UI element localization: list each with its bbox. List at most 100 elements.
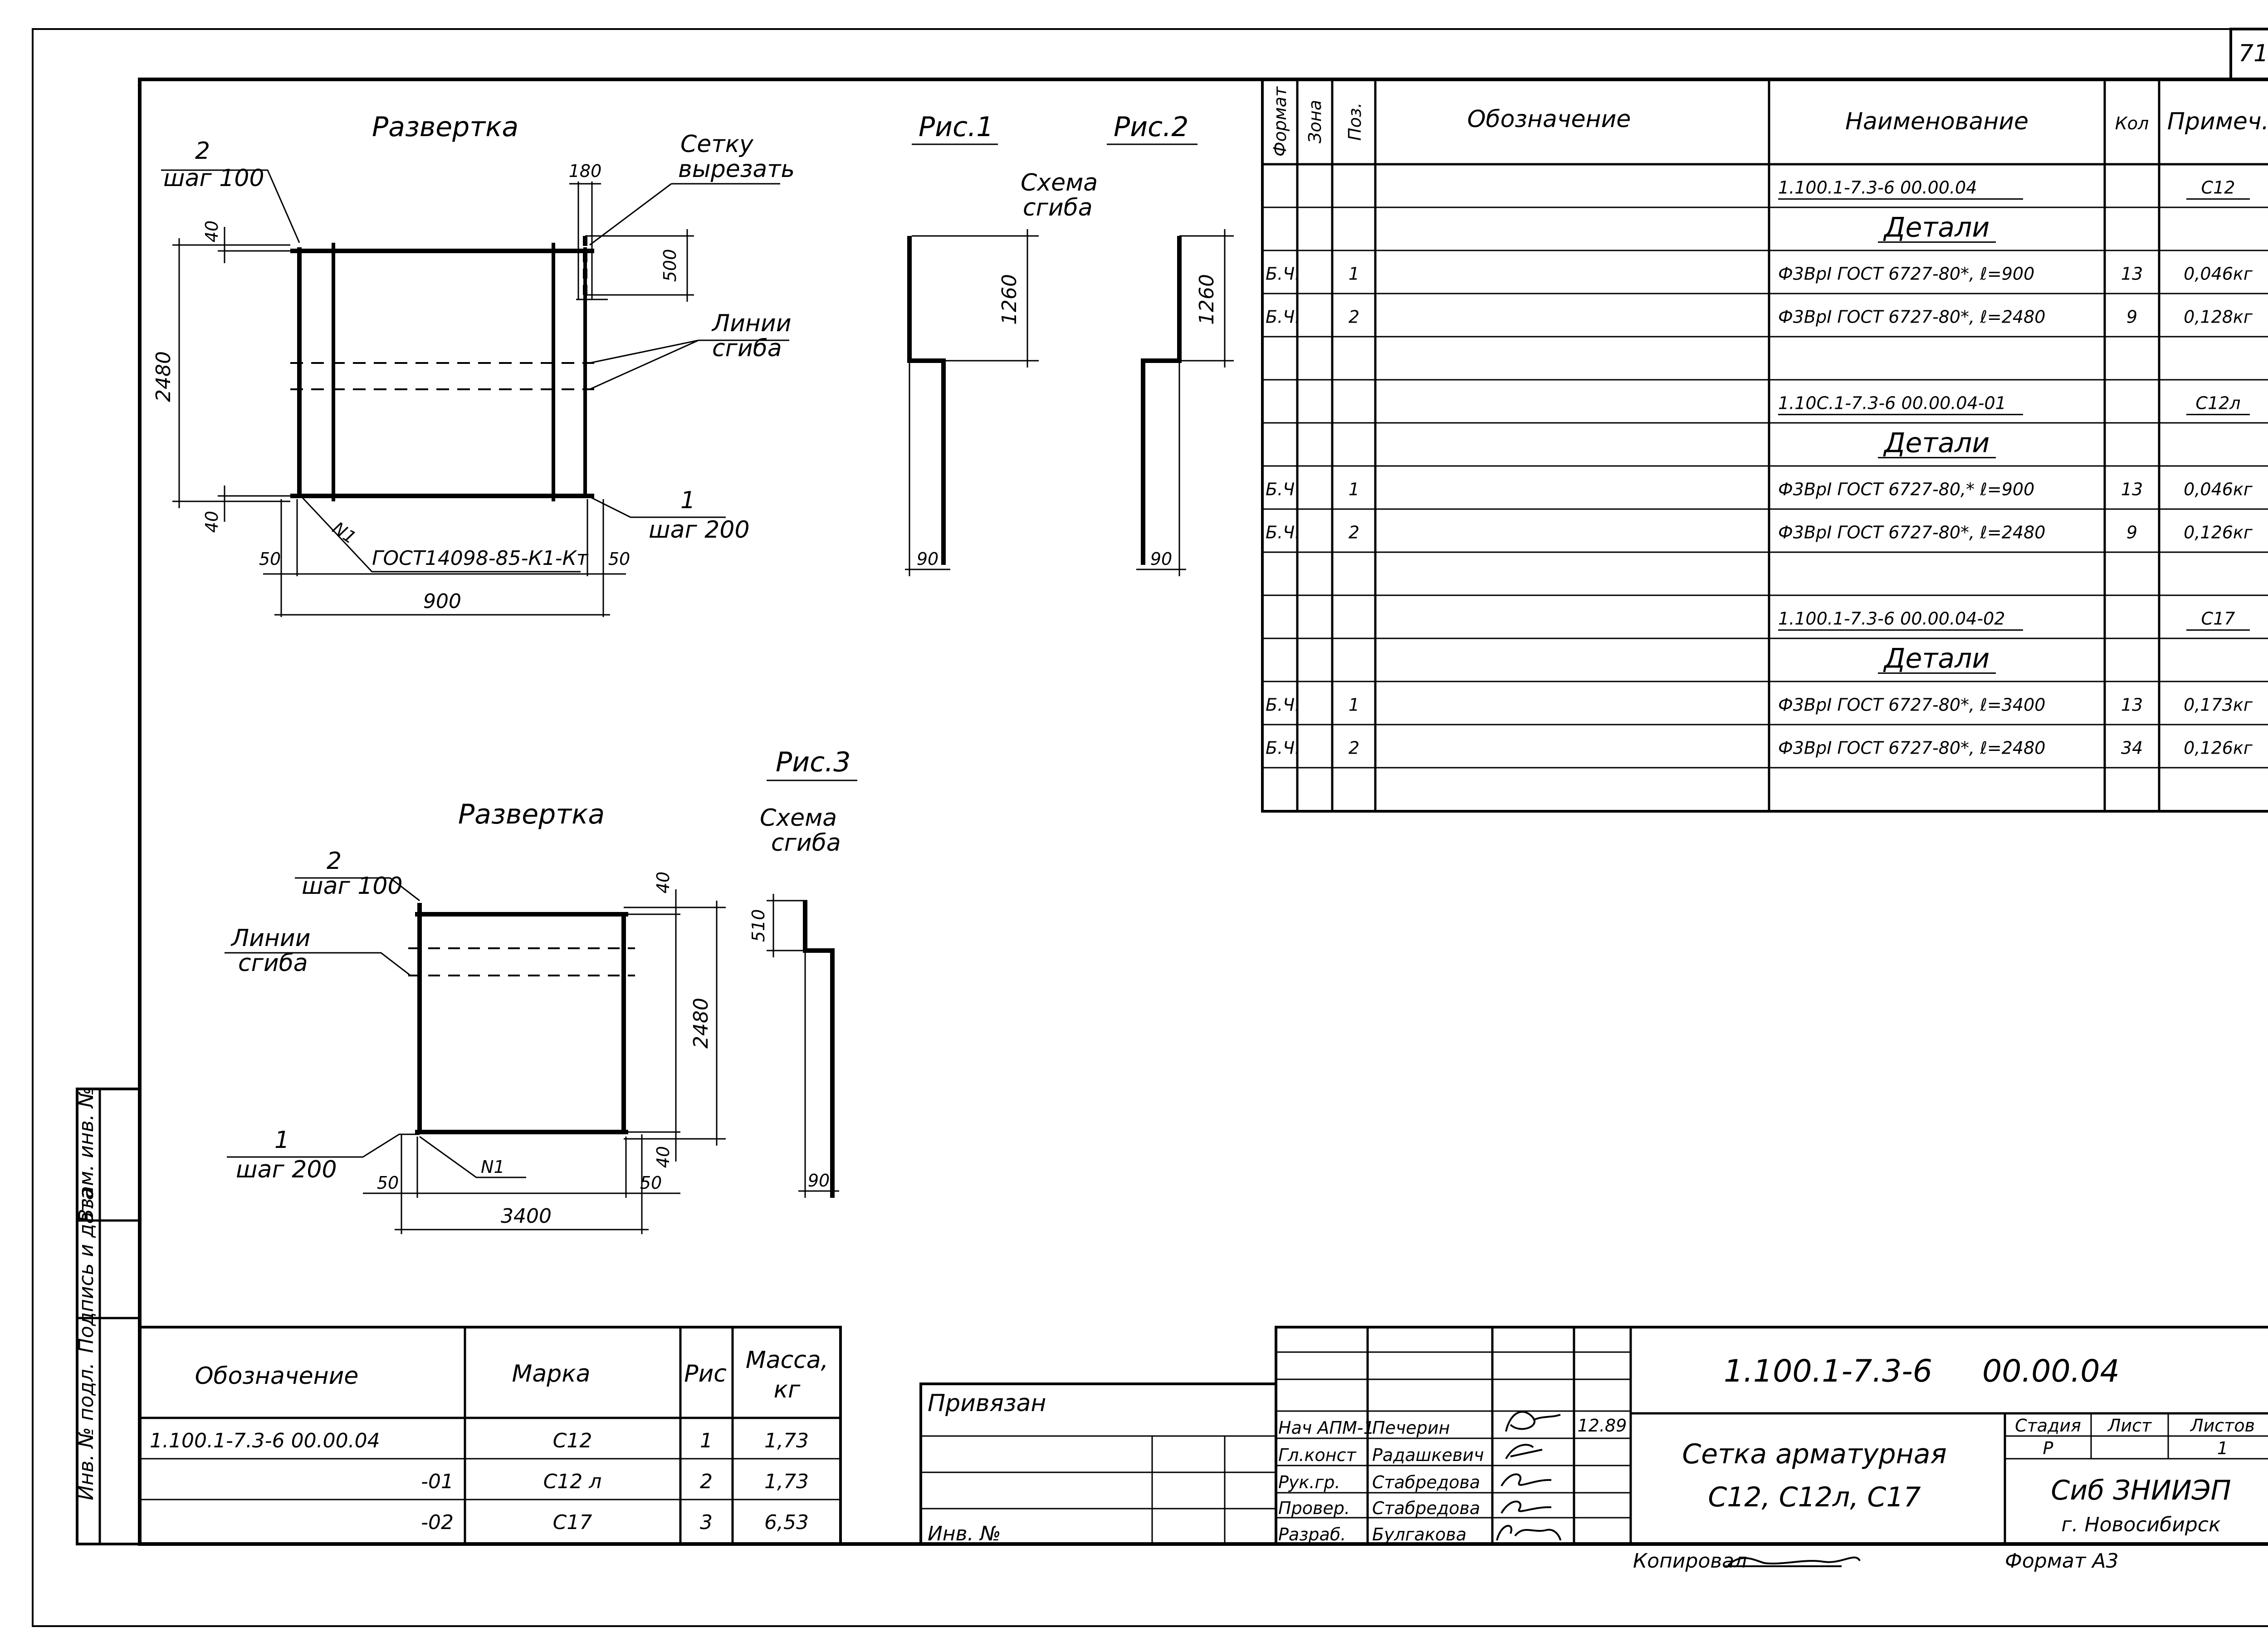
bar1-label: 1 bbox=[680, 487, 695, 514]
dim-1260-fig2: 1260 bbox=[1195, 274, 1218, 325]
marks-header-mass-2: кг bbox=[774, 1376, 801, 1403]
spec-row: Детали bbox=[1878, 212, 1996, 244]
spec-row: Детали bbox=[1878, 643, 1996, 675]
spec-cell-pos: 1 bbox=[1349, 264, 1359, 284]
fig3-dim-2480: 2480 bbox=[689, 998, 713, 1049]
org-city: г. Новосибирск bbox=[2061, 1513, 2221, 1536]
fig3-bar2-step: шаг 100 bbox=[302, 873, 403, 900]
spec-cell-pos: 2 bbox=[1349, 738, 1359, 758]
spec-cell-format: Б.Ч. bbox=[1266, 307, 1300, 327]
spec-cell-name: 1.100.1-7.3-6 00.00.04 bbox=[1778, 178, 1977, 198]
title-role: Рук.гр. bbox=[1278, 1472, 1340, 1492]
scheme-1: Схема bbox=[1021, 169, 1098, 196]
fig3-dim-90: 90 bbox=[808, 1171, 830, 1191]
spec-cell-format: Б.Ч bbox=[1266, 480, 1295, 500]
sheets-value: 1 bbox=[2217, 1438, 2228, 1458]
title-role: Разраб. bbox=[1278, 1525, 1346, 1544]
marks-cell-designation: -02 bbox=[421, 1511, 454, 1534]
spec-cell-pos: 2 bbox=[1349, 307, 1359, 327]
fig3-dim-40-bottom: 40 bbox=[653, 1146, 673, 1168]
title-code: 1.100.1-7.3-6 bbox=[1724, 1353, 1932, 1389]
format-label: Формат А3 bbox=[2005, 1549, 2119, 1573]
outer-border bbox=[32, 28, 2268, 1627]
spec-cell-pos: 2 bbox=[1349, 523, 1359, 543]
spec-cell-name: Ф3ВрI ГОСТ 6727-80,* ℓ=900 bbox=[1778, 480, 2034, 500]
spec-cell-note: С12 bbox=[2201, 178, 2235, 198]
spec-cell-note: 0,128кг bbox=[2184, 307, 2253, 327]
spec-cell-format: Б.Ч. bbox=[1266, 695, 1300, 715]
spec-header-format: Формат bbox=[1270, 86, 1290, 157]
spec-header-name: Наименование bbox=[1845, 108, 2028, 135]
marks-cell-mark: С12 л bbox=[543, 1470, 602, 1493]
signature-3 bbox=[1501, 1473, 1552, 1487]
marks-cell-mass: 6,53 bbox=[764, 1511, 809, 1534]
fig3-title: Рис.3 bbox=[776, 746, 850, 778]
fig2: Рис.2 1260 90 bbox=[1107, 111, 1234, 576]
side-stamp: Взам. инв. № Подпись и дата Инв. № подл. bbox=[75, 1087, 141, 1545]
bar2-label: 2 bbox=[195, 137, 210, 165]
spec-cell-format: Б.Ч. bbox=[1266, 523, 1300, 543]
dim-90-fig1: 90 bbox=[917, 549, 938, 569]
title-role-name: Радашкевич bbox=[1372, 1445, 1484, 1465]
fig3: Рис.3 Схема сгиба Развертка 2 шаг 100 Ли… bbox=[225, 746, 857, 1234]
dim-50-right: 50 bbox=[608, 549, 630, 569]
copied-signature bbox=[1724, 1556, 1861, 1567]
bound-privyazan: Привязан bbox=[928, 1390, 1046, 1417]
spec-cell-note: 0,046кг bbox=[2184, 480, 2253, 500]
marks-cell-mass: 1,73 bbox=[764, 1429, 809, 1452]
spec-cell-qty: 13 bbox=[2121, 264, 2143, 284]
gost-mesh: ГОСТ14098-85-К1-Кт bbox=[372, 547, 589, 570]
title-code-suffix: 00.00.04 bbox=[1982, 1353, 2120, 1389]
unfold-drawing-1: Развертка 2 шаг 100 2480 40 40 bbox=[152, 111, 795, 617]
fig1-title: Рис.1 bbox=[919, 111, 993, 143]
cut-note-1: Сетку bbox=[680, 131, 754, 158]
copied-label: Копировал bbox=[1633, 1549, 1747, 1573]
spec-cell-name: Детали bbox=[1883, 427, 1990, 459]
sheets-label: Листов bbox=[2190, 1416, 2255, 1436]
spec-cell-note: С12л bbox=[2195, 393, 2240, 413]
side-sign-date: Подпись и дата bbox=[75, 1188, 98, 1353]
dim-2480: 2480 bbox=[152, 351, 175, 402]
spec-header-pos: Поз. bbox=[1345, 103, 1365, 141]
marks-cell-mark: С12 bbox=[553, 1429, 592, 1452]
dim-500: 500 bbox=[660, 249, 680, 282]
dim-180: 180 bbox=[569, 161, 602, 181]
fig2-title: Рис.2 bbox=[1114, 111, 1188, 143]
title-role-name: Стабредова bbox=[1372, 1472, 1480, 1492]
marks-table: Обозначение Марка Рис Масса, кг 1.100.1-… bbox=[138, 1326, 842, 1545]
bound-inv-no: Инв. № bbox=[928, 1522, 1001, 1545]
fig3-dim-510: 510 bbox=[748, 909, 768, 942]
dim-1260-fig1: 1260 bbox=[998, 274, 1021, 325]
fig3-bar1-step: шаг 200 bbox=[236, 1156, 337, 1183]
dim-900: 900 bbox=[423, 590, 461, 613]
bar1-step: шаг 200 bbox=[649, 516, 750, 544]
fig3-bend-2: сгиба bbox=[238, 950, 308, 977]
title-role-name: Печерин bbox=[1372, 1418, 1450, 1438]
marks-cell-designation: -01 bbox=[421, 1470, 454, 1493]
spec-cell-format: Б.Ч. bbox=[1266, 264, 1300, 284]
spec-cell-name: Детали bbox=[1883, 212, 1990, 244]
spec-cell-format: Б.Ч. bbox=[1266, 738, 1300, 758]
fig3-scheme-1: Схема bbox=[760, 804, 837, 832]
fig3-unfold-title: Развертка bbox=[458, 799, 605, 830]
title-role-name: Булгакова bbox=[1372, 1525, 1466, 1544]
spec-cell-qty: 9 bbox=[2126, 307, 2137, 327]
title-line-1: Сетка арматурная bbox=[1682, 1438, 1946, 1470]
dim-40-bottom: 40 bbox=[202, 511, 222, 533]
fig3-dim-50-right: 50 bbox=[640, 1173, 662, 1193]
title-role-name: Стабредова bbox=[1372, 1498, 1480, 1518]
scheme-2: сгиба bbox=[1023, 194, 1093, 221]
stage-value: Р bbox=[2043, 1438, 2053, 1458]
marks-header-mark: Марка bbox=[512, 1360, 590, 1387]
title-role: Провер. bbox=[1278, 1498, 1350, 1518]
dim-50-left: 50 bbox=[259, 549, 281, 569]
